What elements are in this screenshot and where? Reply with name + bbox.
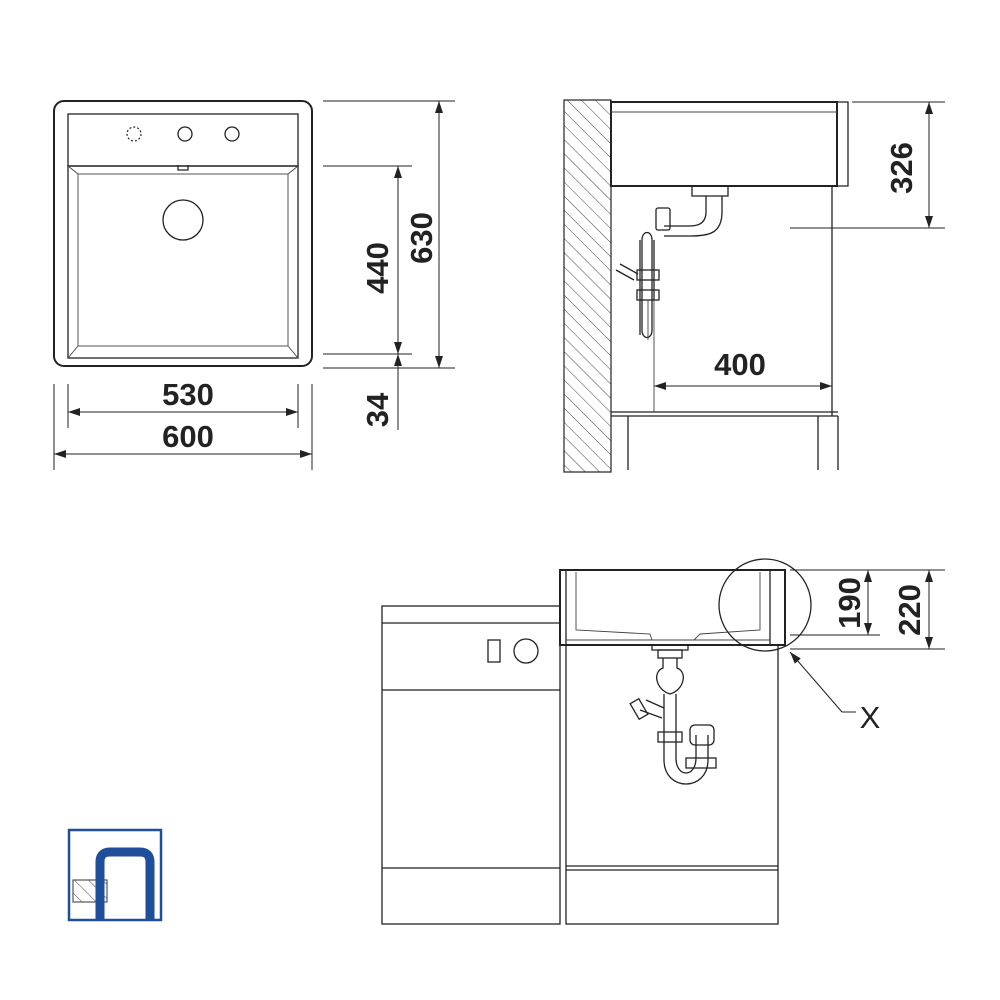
tap-hole-icon: [177, 126, 193, 142]
front-rim-label: 34: [360, 392, 395, 427]
front-view: X 190 220: [381, 558, 945, 925]
undermount-installation-icon: [67, 828, 163, 922]
tap-hole-optional-icon: [126, 126, 142, 142]
side-view: 326 400: [563, 99, 945, 473]
sink-outline: [53, 100, 313, 367]
height-label: 326: [884, 142, 919, 194]
tap-ledge: [67, 113, 299, 167]
bowl-inner: [67, 165, 299, 359]
sink-body-front: [559, 569, 786, 646]
overflow-slot: [177, 165, 189, 171]
outer-width-label: 600: [162, 419, 214, 454]
appliance-button-icon: [487, 639, 501, 663]
inner-width-label: 530: [162, 377, 214, 412]
outer-depth-label: 630: [404, 212, 439, 264]
detail-label: X: [860, 700, 881, 735]
drain-icon: [162, 199, 204, 241]
detail-leader-line: [789, 651, 843, 713]
drain-distance-label: 400: [714, 347, 766, 382]
drain-trap-front: [629, 645, 717, 785]
wall-hatch: [563, 99, 612, 473]
top-view: 530 600 440 630 34: [53, 100, 455, 470]
appliance-cabinet: [381, 605, 561, 925]
sink-body-side: [610, 101, 838, 187]
appliance-dial-icon: [513, 638, 539, 664]
tap-hole-icon: [224, 126, 240, 142]
inner-depth-label: 440: [360, 242, 395, 294]
overall-height-label: 220: [892, 584, 927, 636]
bowl-base: [77, 173, 289, 347]
detail-circle: [718, 558, 812, 652]
drain-trap-side: [615, 186, 729, 412]
bowl-depth-label: 190: [832, 577, 867, 629]
sink-cabinet: [565, 644, 779, 925]
